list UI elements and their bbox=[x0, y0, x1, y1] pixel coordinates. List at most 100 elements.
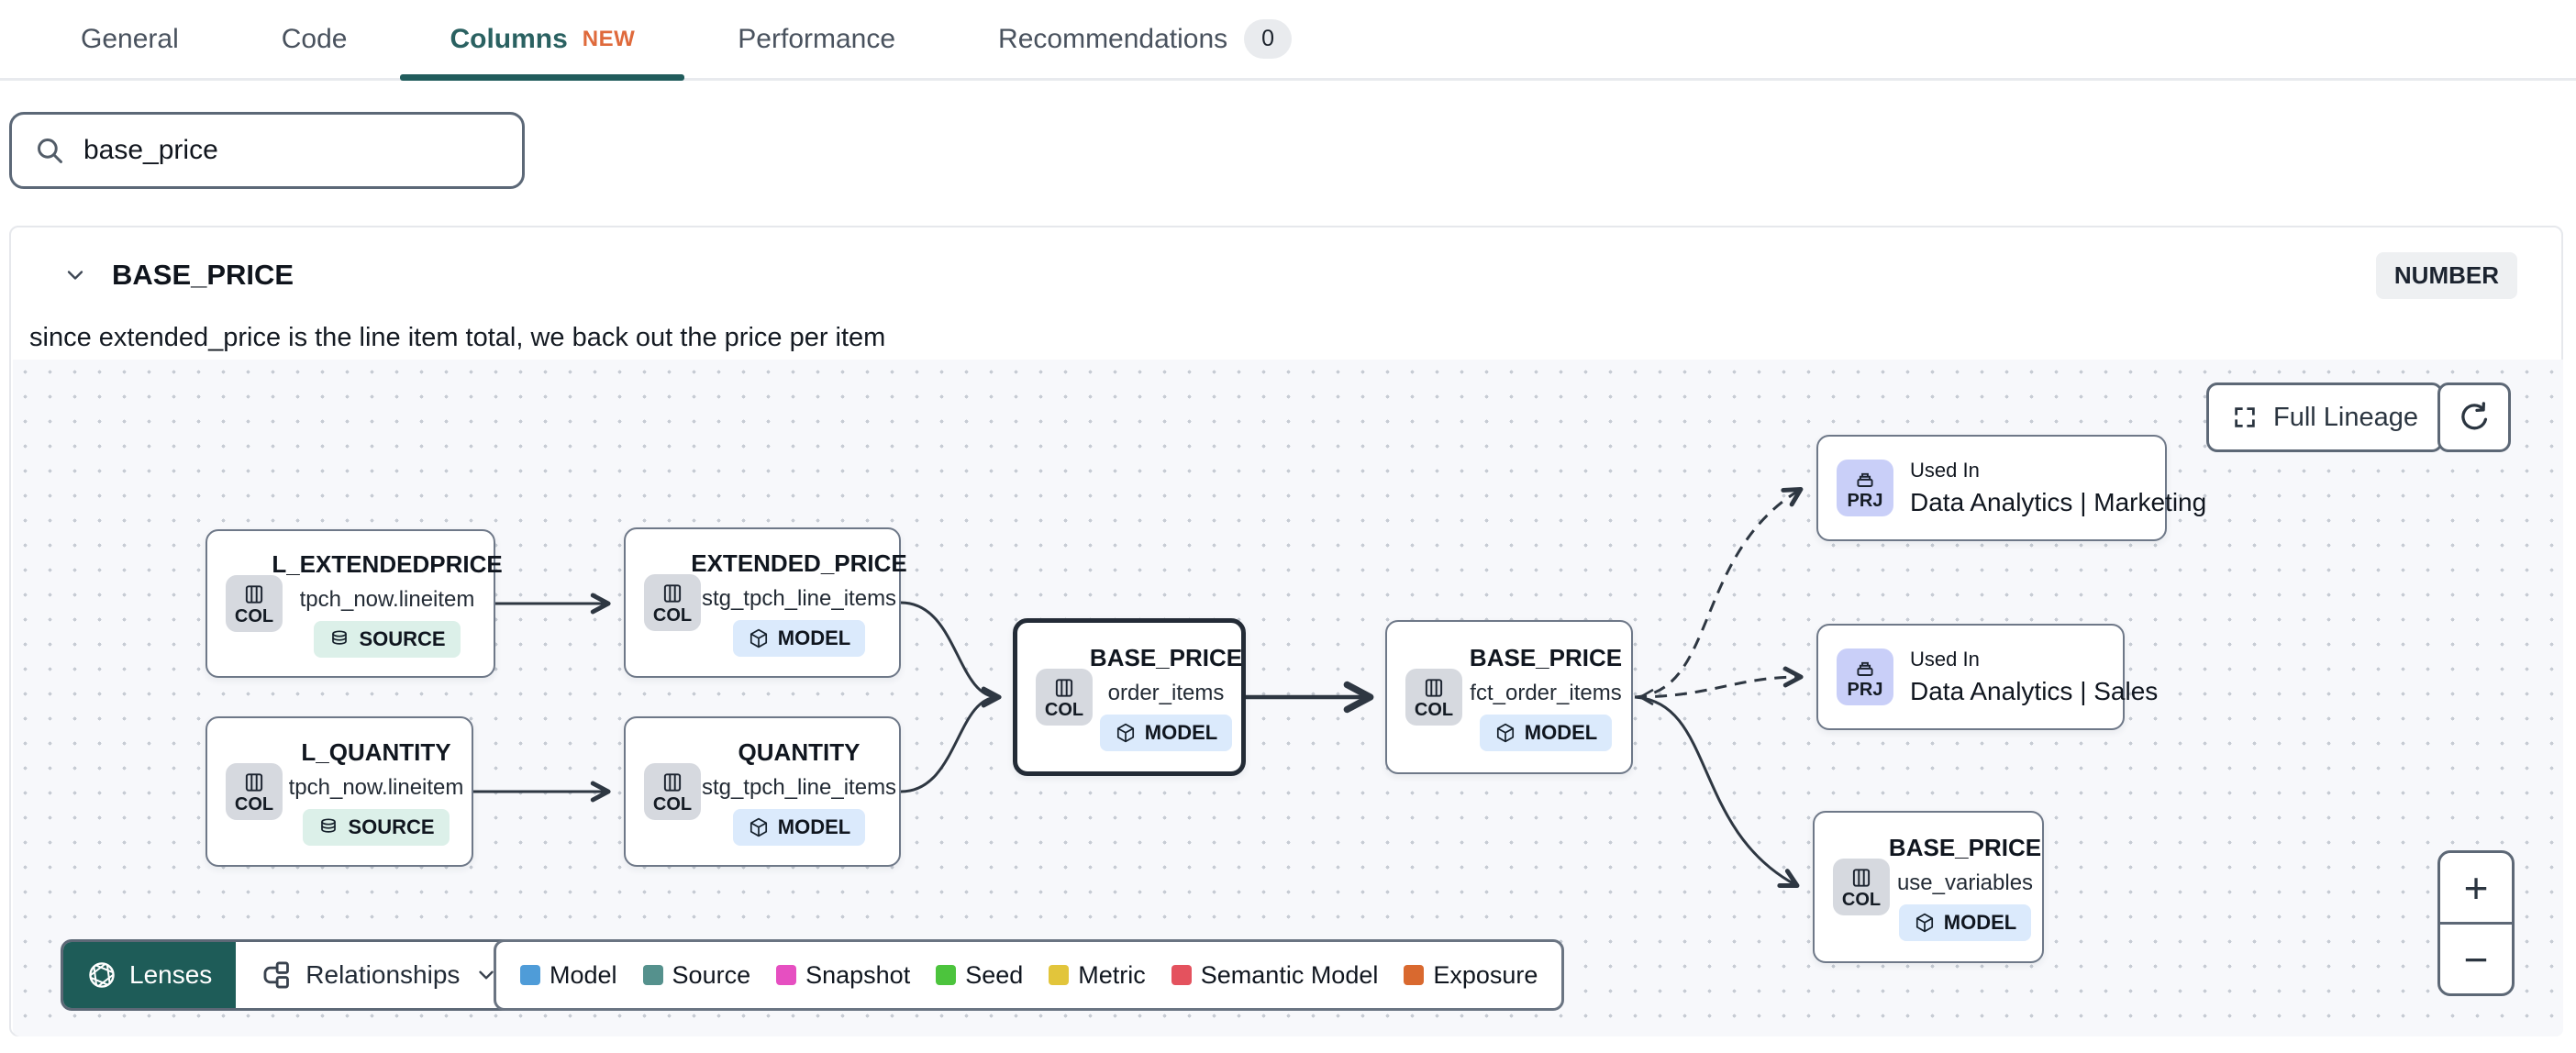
legend-item-semantic-model: Semantic Model bbox=[1171, 960, 1379, 990]
model-pill: MODEL bbox=[732, 808, 866, 846]
column-type-chip: COL bbox=[226, 763, 283, 820]
columns-icon bbox=[1055, 678, 1073, 697]
lenses-label: Lenses bbox=[129, 960, 213, 989]
node-subtitle: use_variables bbox=[1896, 870, 2034, 895]
legend-swatch bbox=[520, 965, 540, 985]
legend-label: Semantic Model bbox=[1200, 960, 1379, 989]
lineage-node-l-quantity[interactable]: COL L_QUANTITY tpch_now.lineitem SOURCE bbox=[205, 716, 473, 867]
lineage-node-quantity[interactable]: COL QUANTITY stg_tpch_line_items MODEL bbox=[624, 716, 901, 867]
columns-icon bbox=[245, 584, 263, 604]
chip-label: COL bbox=[652, 604, 693, 626]
legend-item-seed: Seed bbox=[936, 961, 1023, 990]
node-subtitle: order_items bbox=[1107, 680, 1225, 705]
node-subtitle: tpch_now.lineitem bbox=[299, 586, 475, 612]
columns-icon bbox=[663, 583, 682, 603]
search-input[interactable] bbox=[82, 134, 500, 167]
node-title: EXTENDED_PRICE bbox=[691, 549, 907, 577]
legend-swatch bbox=[642, 965, 663, 985]
node-title: L_EXTENDEDPRICE bbox=[272, 549, 503, 578]
column-panel: BASE_PRICE NUMBER since extended_price i… bbox=[9, 226, 2563, 1036]
lineage-canvas[interactable]: COL L_EXTENDEDPRICE tpch_now.lineitem SO… bbox=[13, 360, 2563, 1036]
legend-swatch bbox=[936, 965, 957, 985]
column-type-badge: NUMBER bbox=[2375, 251, 2517, 299]
lineage-node-base-price-use-variables[interactable]: COL BASE_PRICE use_variables MODEL bbox=[1813, 811, 2044, 963]
pill-label: MODEL bbox=[1943, 910, 2017, 934]
full-lineage-button[interactable]: Full Lineage bbox=[2206, 382, 2443, 452]
lineage-node-extended-price[interactable]: COL EXTENDED_PRICE stg_tpch_line_items M… bbox=[624, 527, 907, 678]
lineage-node-used-in-marketing[interactable]: PRJ Used In Data Analytics | Marketing bbox=[1816, 435, 2206, 541]
node-title: Data Analytics | Sales bbox=[1910, 677, 2159, 705]
legend-swatch bbox=[776, 965, 797, 985]
column-panel-header: BASE_PRICE NUMBER bbox=[11, 227, 2561, 323]
node-subtitle: fct_order_items bbox=[1470, 680, 1622, 705]
chip-label: COL bbox=[652, 793, 693, 815]
project-stack-icon bbox=[1857, 472, 1873, 487]
junction-arrow bbox=[1638, 688, 1654, 706]
tab-label: General bbox=[81, 23, 179, 54]
legend-item-metric: Metric bbox=[1049, 961, 1146, 990]
column-type-chip: COL bbox=[644, 574, 701, 631]
pill-label: SOURCE bbox=[359, 626, 446, 650]
aperture-icon bbox=[89, 962, 115, 988]
chevron-down-icon[interactable] bbox=[62, 262, 88, 288]
pill-label: MODEL bbox=[1524, 720, 1598, 744]
column-type-chip: COL bbox=[1405, 669, 1462, 726]
project-stack-icon bbox=[1857, 661, 1873, 676]
database-icon bbox=[321, 817, 337, 833]
cube-icon bbox=[749, 817, 767, 837]
lenses-group: Lenses Relationships bbox=[61, 939, 526, 1011]
column-search[interactable] bbox=[9, 112, 525, 189]
expand-icon bbox=[2235, 407, 2255, 427]
legend-label: Model bbox=[550, 960, 617, 989]
full-lineage-label: Full Lineage bbox=[2273, 402, 2418, 432]
search-icon bbox=[38, 139, 62, 163]
tab-label: Performance bbox=[738, 23, 896, 54]
node-kicker: Used In bbox=[1910, 459, 1980, 482]
model-pill: MODEL bbox=[732, 619, 866, 657]
project-type-chip: PRJ bbox=[1837, 460, 1893, 516]
tab-general[interactable]: General bbox=[81, 0, 179, 78]
zoom-in-button[interactable]: + bbox=[2463, 863, 2489, 912]
node-title: L_QUANTITY bbox=[301, 737, 451, 766]
lineage-node-l-extendedprice[interactable]: COL L_EXTENDEDPRICE tpch_now.lineitem SO… bbox=[205, 529, 503, 678]
cube-icon bbox=[749, 628, 767, 648]
node-title: BASE_PRICE bbox=[1888, 833, 2042, 861]
relationships-dropdown[interactable]: Relationships bbox=[236, 942, 522, 1008]
pill-label: MODEL bbox=[777, 626, 851, 649]
node-type-legend: Model Source Snapshot Seed Metric bbox=[494, 939, 1565, 1011]
model-pill: MODEL bbox=[1479, 714, 1613, 751]
node-kicker: Used In bbox=[1910, 648, 1980, 671]
chip-label: PRJ bbox=[1847, 679, 1883, 700]
lineage-edges bbox=[473, 486, 1804, 889]
active-tab-underline bbox=[400, 74, 685, 81]
tab-recommendations[interactable]: Recommendations 0 bbox=[998, 0, 1293, 78]
new-badge: NEW bbox=[582, 26, 636, 51]
legend-swatch bbox=[1049, 965, 1070, 985]
lineage-node-base-price-order-items[interactable]: COL BASE_PRICE order_items MODEL bbox=[1013, 618, 1246, 776]
legend-label: Source bbox=[672, 960, 751, 989]
lineage-node-base-price-fct-order-items[interactable]: COL BASE_PRICE fct_order_items MODEL bbox=[1385, 620, 1633, 774]
lineage-node-used-in-sales[interactable]: PRJ Used In Data Analytics | Sales bbox=[1816, 624, 2158, 730]
tab-performance[interactable]: Performance bbox=[738, 0, 895, 78]
model-pill: MODEL bbox=[1898, 903, 2032, 941]
node-title: QUANTITY bbox=[738, 737, 861, 766]
tab-columns[interactable]: Columns NEW bbox=[400, 0, 685, 81]
column-description: since extended_price is the line item to… bbox=[29, 323, 886, 352]
tab-label: Code bbox=[281, 23, 348, 54]
column-type-chip: COL bbox=[1833, 859, 1890, 915]
chip-label: COL bbox=[1044, 699, 1084, 720]
count-badge: 0 bbox=[1244, 19, 1293, 59]
lenses-button[interactable]: Lenses bbox=[63, 942, 237, 1008]
column-type-chip: COL bbox=[1036, 669, 1093, 726]
legend-label: Seed bbox=[965, 960, 1024, 989]
tab-label: Columns bbox=[450, 23, 568, 54]
tab-code[interactable]: Code bbox=[282, 0, 348, 78]
column-name: BASE_PRICE bbox=[112, 259, 294, 291]
relationships-label: Relationships bbox=[305, 960, 461, 989]
pill-label: MODEL bbox=[777, 815, 851, 838]
zoom-out-button[interactable]: − bbox=[2440, 922, 2512, 993]
refresh-button[interactable] bbox=[2437, 382, 2511, 452]
tab-bar: General Code Columns NEW Performance Rec… bbox=[0, 0, 2576, 81]
project-type-chip: PRJ bbox=[1837, 648, 1893, 705]
